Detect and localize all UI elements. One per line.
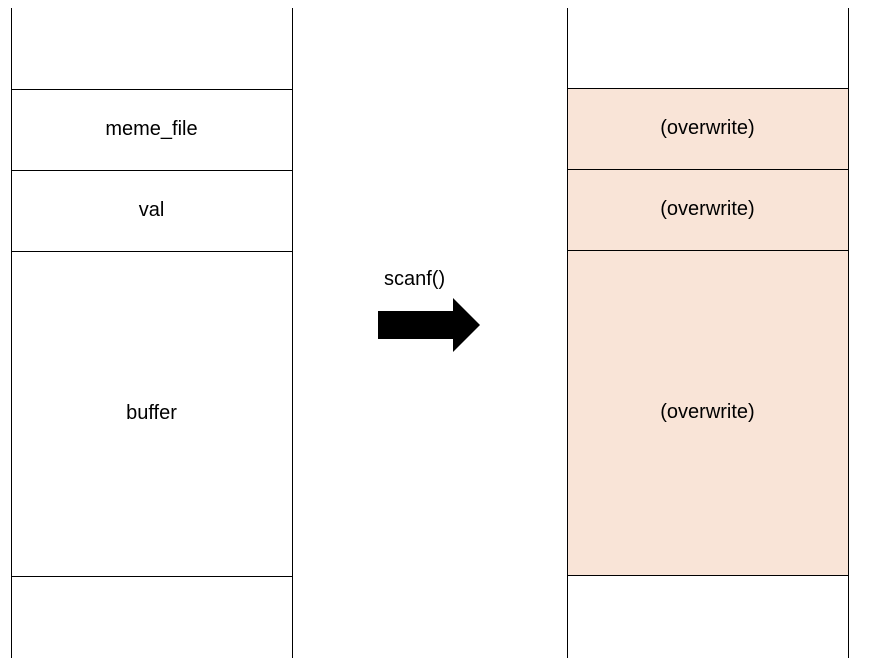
stack-after-divider [567,250,849,251]
stack-after-divider [567,88,849,89]
stack-before-divider [11,576,293,577]
stack-before-divider [11,170,293,171]
stack-after-left-wall [567,8,568,658]
stack-before-right-wall [292,8,293,658]
stack-before-left-wall [11,8,12,658]
overwrite-cell-label: (overwrite) [660,117,755,139]
meme-file-cell-label: meme_file [105,118,198,140]
stack-before-divider [11,89,293,90]
buffer-cell-label: buffer [126,402,177,424]
stack-after-divider [567,169,849,170]
stack-before-divider [11,251,293,252]
stack-after-right-wall [848,8,849,658]
overwrite-cell-label: (overwrite) [660,198,755,220]
scanf-label: scanf() [384,268,446,290]
val-cell-label: val [138,199,165,221]
overwrite-cell-label: (overwrite) [660,401,755,423]
right-arrow-icon [378,298,480,352]
stack-after-divider [567,575,849,576]
